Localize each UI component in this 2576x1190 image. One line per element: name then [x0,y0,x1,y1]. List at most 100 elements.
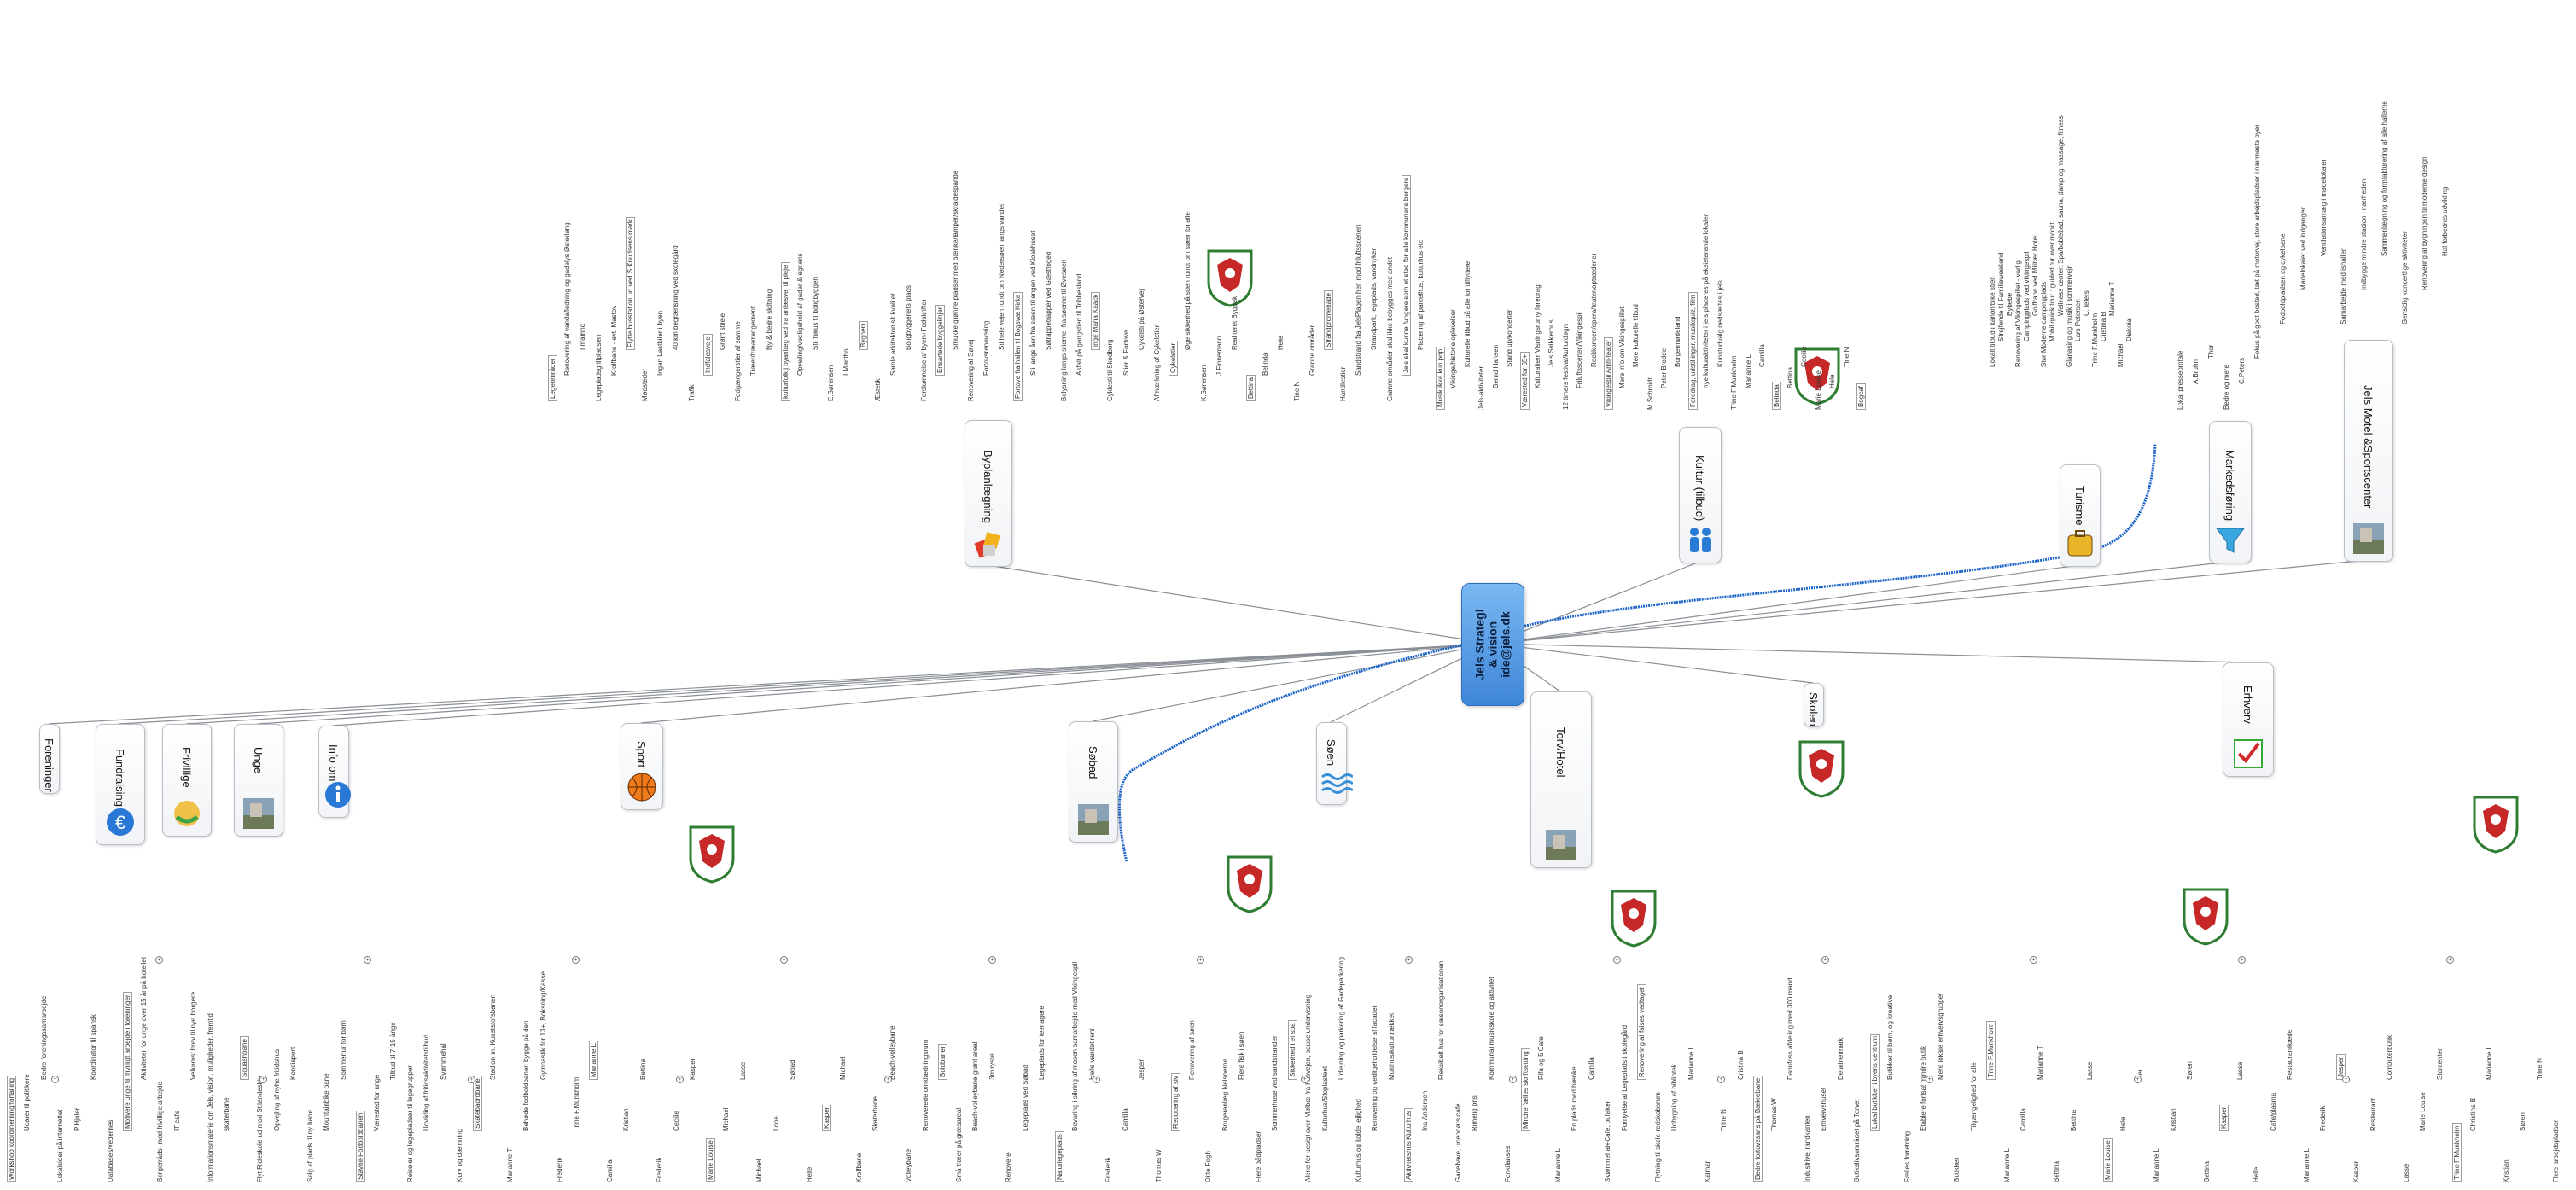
topic-leaf[interactable]: Mindre fælles skriftsetting [1520,1048,1530,1131]
expand-toggle-icon[interactable]: + [2030,956,2037,964]
topic-leaf[interactable]: Kommunal musikskole og aktivitet [1487,977,1495,1081]
topic-leaf[interactable]: Trine F.Munkholm [572,1076,580,1131]
branch-node-foreninger[interactable]: Foreninger [39,724,60,794]
topic-leaf[interactable]: Jels Svikkerhus [1547,319,1556,367]
topic-leaf[interactable]: Sammenlægning og formfakturering af alle… [2380,101,2388,256]
topic-leaf[interactable]: Stier & Fortove [1122,330,1130,376]
topic-leaf[interactable]: Marianne L [1687,1045,1695,1080]
topic-leaf[interactable]: Trine N [2535,1058,2544,1080]
topic-leaf[interactable]: Kristian [622,1108,631,1131]
topic-leaf[interactable]: Naturlegeplads [1054,1131,1064,1182]
topic-leaf[interactable]: Svømmehal+Cafe, bufaker [1604,1100,1612,1182]
topic-leaf[interactable]: Friluftsscenen/Vikingespil [1576,311,1584,388]
expand-toggle-icon[interactable]: + [1926,1076,1933,1083]
expand-toggle-icon[interactable]: + [259,1076,267,1083]
branch-node-erhverv[interactable]: Erhverv [2223,662,2274,777]
topic-leaf[interactable]: Trine F.Munkholm [2091,312,2099,367]
topic-leaf[interactable]: Sommerhuse ved sandstranden [1271,1034,1279,1131]
topic-leaf[interactable]: Mere lokale erhvervsgrupper [1936,993,1944,1080]
topic-leaf[interactable]: Ensartede byggelinjer [935,304,946,376]
topic-leaf[interactable]: Fortove fra hallen til Bogsvæ Kirke [1013,291,1023,401]
topic-leaf[interactable]: Gensidig koncertlige aktiviteter [2400,231,2409,324]
topic-leaf[interactable]: Bogcaf [1856,383,1866,410]
topic-leaf[interactable]: Camilla [1757,344,1766,367]
topic-leaf[interactable]: Flere bådpladser [1254,1130,1262,1182]
topic-leaf[interactable]: Marianne T [505,1147,514,1182]
topic-leaf[interactable]: Asfalt på gangstien til Tribbeslund [1075,273,1084,376]
topic-leaf[interactable]: Stavne Fodboldbanen [356,1110,366,1182]
topic-leaf[interactable]: Ingen Lastbiler i byen [656,310,665,376]
topic-leaf[interactable]: Øge sikkerhed på stien rundt om søen for… [1184,212,1192,350]
topic-leaf[interactable]: M.Schmidt [1646,377,1654,410]
topic-leaf[interactable]: Marianne T [2108,281,2116,316]
topic-leaf[interactable]: Bettina [2053,1161,2061,1182]
topic-leaf[interactable]: Computerbutik [2386,1035,2394,1080]
topic-leaf[interactable]: 12 timers festival/kulturdøgn [1561,324,1570,410]
topic-leaf[interactable]: Sti langs åen fra sæen til engen ved Klo… [1029,230,1037,376]
topic-leaf[interactable]: Flere arbejdspladser [2552,1120,2560,1182]
expand-toggle-icon[interactable]: + [1301,1076,1308,1083]
topic-leaf[interactable]: Renovering af bygningen til moderne desi… [2421,156,2429,290]
topic-leaf[interactable]: 40 km begrænsning ved skolegård [672,245,680,350]
topic-leaf[interactable]: Indfaldsveje [702,334,713,376]
topic-leaf[interactable]: Strandpark, legeplads, vandnyker [1370,248,1378,350]
topic-leaf[interactable]: Tilbud til 7-15 årige [389,1022,398,1080]
topic-leaf[interactable]: Dannfoss afdeling med 300 mand [1786,977,1795,1080]
topic-leaf[interactable]: Kulturafterr Visningsrumy foredrag [1534,284,1542,388]
topic-leaf[interactable]: Afmærkning af Cykelstier [1152,324,1161,401]
topic-leaf[interactable]: Tilgængelighed for alle [1969,1062,1978,1131]
topic-leaf[interactable]: Opvejling af nyhe fritidshus [272,1048,281,1131]
topic-leaf[interactable]: Flytte busstation ud ved S.Knudsens mark [625,217,635,350]
topic-leaf[interactable]: Samarbejde med ishallen [2340,247,2348,324]
topic-leaf[interactable]: Kasper [2219,1104,2229,1131]
topic-leaf[interactable]: Hele [2119,1117,2128,1131]
topic-leaf[interactable]: Marianne L [1553,1147,1562,1182]
topic-leaf[interactable]: Frederik [2319,1105,2328,1131]
topic-leaf[interactable]: Boldbaner [938,1043,948,1080]
expand-toggle-icon[interactable]: + [364,956,371,964]
topic-leaf[interactable]: Lokal presseomtale [2177,350,2184,410]
topic-leaf[interactable]: Cecilie [1800,346,1809,367]
topic-leaf[interactable]: Cecilie [672,1110,680,1131]
topic-leaf[interactable]: Vikingespil Amfi-teater [1604,337,1614,410]
topic-leaf[interactable]: Michael [2117,343,2124,367]
topic-leaf[interactable]: Renovering af søen [1187,1020,1196,1080]
topic-leaf[interactable]: Opvejling/vedligehold af gader & egnens [796,253,804,376]
topic-leaf[interactable]: Renoverede omklædningsrum [921,1039,930,1131]
topic-leaf[interactable]: Helle [2253,1166,2261,1182]
topic-leaf[interactable]: Trafik [687,384,696,401]
topic-leaf[interactable]: Marie Louise [1814,370,1822,410]
topic-leaf[interactable]: Aktiviteter for unge over 15 år på hotel… [139,956,148,1080]
topic-leaf[interactable]: Hele [1277,335,1285,350]
topic-leaf[interactable]: Bettina [638,1059,647,1080]
topic-leaf[interactable]: Gadehave, udendørs café [1454,1103,1462,1182]
topic-leaf[interactable]: Lokalsider på internettet [56,1109,65,1182]
topic-leaf[interactable]: Renovering af Vikingespillet - varlig [2014,260,2022,367]
topic-leaf[interactable]: Kasper [689,1058,697,1080]
topic-leaf[interactable]: Fokus på godt bosted, tæt på motorvej, s… [2253,125,2261,359]
topic-leaf[interactable]: Sti hele vejen rundt om Nedersøen langs … [998,203,1006,350]
topic-leaf[interactable]: Grønne områder skal ikke bebygges med an… [1385,257,1394,401]
branch-node-soen[interactable]: Søen [1316,722,1354,805]
topic-leaf[interactable]: Svømmehal [439,1043,447,1080]
topic-leaf[interactable]: Bernd Hansen [1491,344,1500,388]
expand-toggle-icon[interactable]: + [468,1076,475,1083]
expand-toggle-icon[interactable]: + [51,1076,59,1083]
branch-node-byplan[interactable]: Byplanlægning [965,420,1012,567]
expand-toggle-icon[interactable]: + [572,956,580,964]
topic-leaf[interactable]: Kristian [2169,1108,2177,1131]
topic-leaf[interactable]: Krolfbane [855,1152,863,1182]
topic-leaf[interactable]: Trine N [1720,1109,1728,1131]
topic-leaf[interactable]: Lasse [2235,1061,2244,1080]
topic-leaf[interactable]: En plads med bænke [1571,1066,1579,1131]
topic-leaf[interactable]: Hele [1828,374,1837,388]
topic-leaf[interactable]: Trine F.Munkholm [1730,355,1739,410]
topic-leaf[interactable]: Butikker [1953,1158,1961,1182]
topic-leaf[interactable]: Tine N [1292,381,1301,401]
topic-leaf[interactable]: Marianne L [1744,353,1752,388]
topic-leaf[interactable]: Pifa og 5 Cafe [1537,1036,1546,1080]
topic-leaf[interactable]: Stor Moderne campingplads [2040,281,2048,367]
topic-leaf[interactable]: Belinda [1772,382,1782,410]
expand-toggle-icon[interactable]: + [1509,1076,1517,1083]
topic-leaf[interactable]: Fodboldpladsen og cykelbane [2279,233,2287,324]
